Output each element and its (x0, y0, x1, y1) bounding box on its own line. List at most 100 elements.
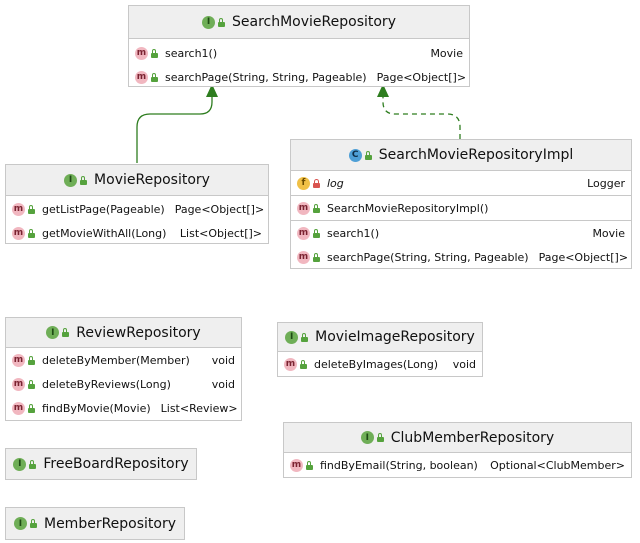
method-icon: m (290, 458, 303, 472)
interface-icon: I (360, 431, 374, 444)
extends-arrowhead (206, 84, 218, 97)
method-icon: m (12, 202, 25, 216)
interface-icon: I (285, 330, 299, 344)
return-type: List<Object[]> (179, 226, 262, 240)
public-lock-icon (313, 203, 320, 213)
interface-icon: I (64, 173, 78, 187)
method-row[interactable]: m deleteByReviews(Long) void (6, 372, 241, 396)
method-icon: m (135, 46, 148, 60)
method-row[interactable]: m search1() Movie (291, 220, 631, 245)
public-lock-icon (62, 328, 70, 337)
method-row[interactable]: m searchPage(String, String, Pageable) P… (129, 65, 469, 89)
return-type: void (452, 357, 476, 371)
class-name: MemberRepository (43, 515, 177, 532)
class-name: ReviewRepository (76, 324, 201, 341)
constructor-row[interactable]: m SearchMovieRepositoryImpl() (291, 195, 631, 220)
method-name: getMovieWithAll(Long) (42, 226, 167, 240)
class-header: I ReviewRepository (6, 318, 241, 348)
method-icon: m (297, 250, 310, 264)
private-lock-icon (313, 178, 320, 188)
public-lock-icon (28, 403, 35, 413)
class-name: SearchMovieRepository (232, 14, 396, 30)
return-type: Optional<ClubMember> (490, 458, 625, 472)
public-lock-icon (28, 379, 35, 389)
method-row[interactable]: m searchPage(String, String, Pageable) P… (291, 245, 631, 269)
class-name: MovieRepository (94, 172, 210, 188)
public-lock-icon (301, 332, 309, 342)
method-icon: m (297, 201, 310, 215)
method-name: searchPage(String, String, Pageable) (327, 250, 529, 264)
method-icon: m (12, 353, 25, 367)
interface-icon: I (13, 517, 27, 530)
public-lock-icon (313, 228, 320, 238)
class-box-free-board-repository[interactable]: I FreeBoardRepository (5, 448, 197, 480)
interface-icon: I (202, 15, 215, 29)
public-lock-icon (28, 228, 35, 238)
method-row[interactable]: m deleteByImages(Long) void (278, 352, 482, 376)
method-icon: m (297, 226, 310, 240)
method-icon: m (135, 70, 148, 84)
public-lock-icon (313, 252, 320, 262)
public-lock-icon (29, 519, 37, 528)
method-icon: m (284, 357, 297, 371)
method-row[interactable]: m getMovieWithAll(Long) List<Object[]> (6, 221, 268, 245)
class-header: I MovieRepository (6, 165, 268, 196)
constructor-name: SearchMovieRepositoryImpl() (327, 201, 489, 215)
field-type: Logger (587, 176, 625, 190)
return-type: void (211, 353, 235, 367)
method-row[interactable]: m search1() Movie (129, 41, 469, 65)
method-icon: m (12, 377, 25, 391)
return-type: List<Review> (160, 401, 238, 415)
public-lock-icon (376, 433, 384, 442)
class-box-member-repository[interactable]: I MemberRepository (5, 507, 185, 540)
class-header: I FreeBoardRepository (6, 449, 196, 479)
method-row[interactable]: m findByMovie(Movie) List<Review> (6, 396, 241, 420)
method-icon: m (12, 401, 25, 415)
method-name: searchPage(String, String, Pageable) (165, 70, 367, 84)
class-header: I SearchMovieRepository (129, 6, 469, 39)
class-name: MovieImageRepository (315, 329, 475, 345)
method-row[interactable]: m getListPage(Pageable) Page<Object[]> (6, 197, 268, 221)
method-name: getListPage(Pageable) (42, 202, 165, 216)
public-lock-icon (300, 359, 307, 369)
public-lock-icon (218, 17, 225, 27)
interface-icon: I (13, 457, 27, 471)
field-row[interactable]: f log Logger (291, 171, 631, 195)
method-name: findByMovie(Movie) (42, 401, 151, 415)
return-type: Movie (592, 226, 625, 240)
method-name: findByEmail(String, boolean) (320, 458, 478, 472)
return-type: Page<Object[]> (376, 70, 467, 84)
class-box-movie-repository[interactable]: I MovieRepository m getListPage(Pageable… (5, 164, 269, 244)
class-header: I ClubMemberRepository (284, 423, 631, 453)
class-icon: C (348, 148, 362, 162)
method-row[interactable]: m deleteByMember(Member) void (6, 348, 241, 372)
class-box-search-movie-repository-impl[interactable]: C SearchMovieRepositoryImpl f log Logger… (290, 139, 632, 269)
return-type: Page<Object[]> (538, 250, 629, 264)
public-lock-icon (29, 459, 37, 469)
method-name: search1() (327, 226, 380, 240)
return-type: Movie (430, 46, 463, 60)
class-box-club-member-repository[interactable]: I ClubMemberRepository m findByEmail(Str… (283, 422, 632, 478)
class-box-review-repository[interactable]: I ReviewRepository m deleteByMember(Memb… (5, 317, 242, 421)
class-box-search-movie-repository[interactable]: I SearchMovieRepository m search1() Movi… (128, 5, 470, 87)
method-name: deleteByImages(Long) (314, 357, 439, 371)
method-name: search1() (165, 46, 218, 60)
field-name: log (327, 176, 344, 190)
class-header: I MemberRepository (6, 508, 184, 539)
method-name: deleteByMember(Member) (42, 353, 190, 367)
extends-arrow-line (136, 96, 213, 163)
class-name: FreeBoardRepository (43, 456, 189, 472)
class-name: SearchMovieRepositoryImpl (378, 147, 574, 163)
class-box-movie-image-repository[interactable]: I MovieImageRepository m deleteByImages(… (277, 322, 483, 377)
implements-arrow-line (382, 96, 461, 139)
public-lock-icon (364, 150, 372, 160)
return-type: void (211, 377, 235, 391)
class-name: ClubMemberRepository (390, 429, 555, 446)
method-name: deleteByReviews(Long) (42, 377, 171, 391)
public-lock-icon (80, 175, 88, 185)
class-header: I MovieImageRepository (278, 323, 482, 352)
public-lock-icon (28, 355, 35, 365)
method-row[interactable]: m findByEmail(String, boolean) Optional<… (284, 453, 631, 477)
return-type: Page<Object[]> (174, 202, 265, 216)
